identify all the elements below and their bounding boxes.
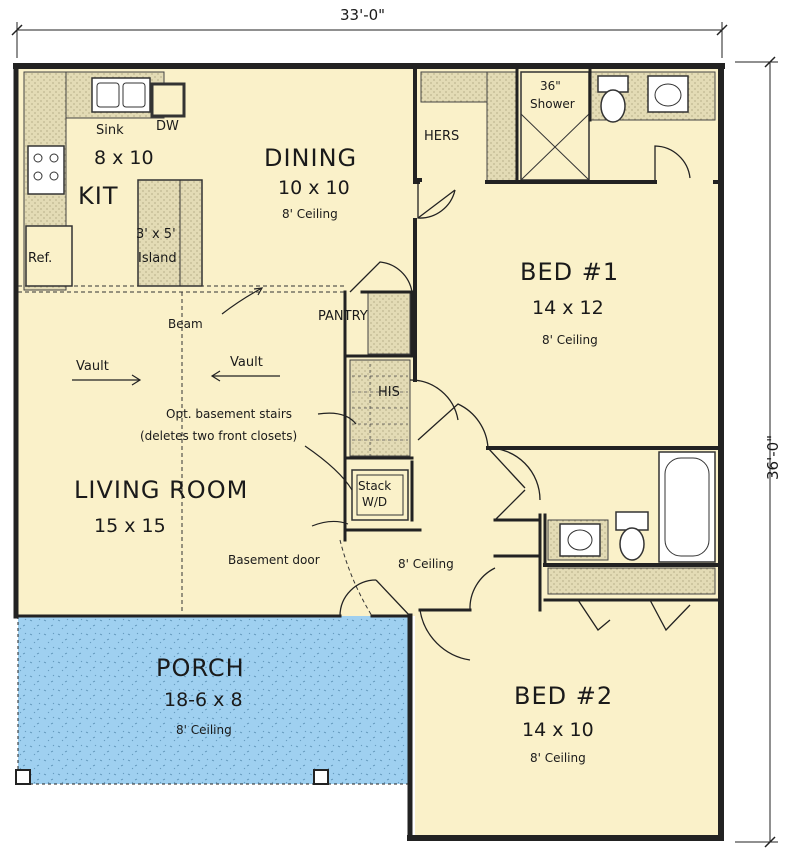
overall-depth-label: 36'-0" (764, 435, 782, 480)
beam-lines (18, 285, 373, 617)
porch-area (18, 616, 412, 784)
living-room-name: LIVING ROOM (74, 476, 248, 504)
doors (339, 145, 691, 661)
bed2-ceiling: 8' Ceiling (530, 751, 586, 765)
porch-name: PORCH (156, 654, 245, 682)
dining-size: 10 x 10 (278, 177, 350, 199)
kitchen-size: 8 x 10 (94, 147, 154, 169)
vault-note-left: Vault (76, 359, 109, 374)
kitchen-sink (91, 77, 151, 113)
stairs-note-1: Opt. basement stairs (166, 407, 292, 421)
laundry-label-2: W/D (362, 495, 387, 509)
range-stove (27, 145, 65, 195)
porch-ceiling: 8' Ceiling (176, 723, 232, 737)
vault-note-right: Vault (230, 355, 263, 370)
pantry-label: PANTRY (318, 309, 368, 324)
dining-ceiling: 8' Ceiling (282, 207, 338, 221)
fridge-label: Ref. (28, 251, 52, 266)
walls (13, 63, 725, 841)
laundry-label: Stack (358, 479, 391, 493)
kitchen-name: KIT (78, 182, 118, 210)
bed2-size: 14 x 10 (522, 719, 594, 741)
hers-closet-label: HERS (424, 129, 459, 144)
bathtub (658, 451, 716, 563)
dining-name: DINING (264, 144, 357, 172)
overall-width-label: 33'-0" (340, 6, 385, 24)
basement-door-note: Basement door (228, 553, 320, 567)
overall-depth-dimension (735, 56, 778, 848)
shower (520, 71, 590, 181)
island-size: 3' x 5' (136, 227, 176, 242)
bed1-name: BED #1 (520, 258, 619, 286)
hall-ceiling: 8' Ceiling (398, 557, 454, 571)
hall-bath-sink (559, 523, 601, 557)
bed1-size: 14 x 12 (532, 297, 604, 319)
beam-note: Beam (168, 317, 203, 331)
dw-label: DW (156, 119, 179, 134)
note-arrows (72, 287, 357, 527)
master-sink (647, 75, 689, 113)
living-room-size: 15 x 15 (94, 515, 166, 537)
porch-size: 18-6 x 8 (164, 689, 243, 711)
floor-areas (18, 66, 721, 838)
hall-bath-toilet (615, 511, 649, 561)
stairs-note-2: (deletes two front closets) (140, 429, 297, 443)
refrigerator (25, 225, 73, 287)
porch-posts (15, 616, 410, 785)
overall-width-dimension (11, 22, 728, 58)
his-closet-label: HIS (378, 385, 400, 400)
dishwasher (150, 82, 186, 118)
island-label: Island (138, 251, 177, 266)
stack-washer-dryer (351, 469, 409, 521)
bed2-name: BED #2 (514, 682, 613, 710)
master-toilet (597, 75, 629, 123)
bed1-ceiling: 8' Ceiling (542, 333, 598, 347)
sink-label: Sink (96, 123, 124, 138)
kitchen-island (137, 179, 203, 287)
shower-label: Shower (530, 97, 575, 111)
shower-size: 36" (540, 79, 561, 93)
